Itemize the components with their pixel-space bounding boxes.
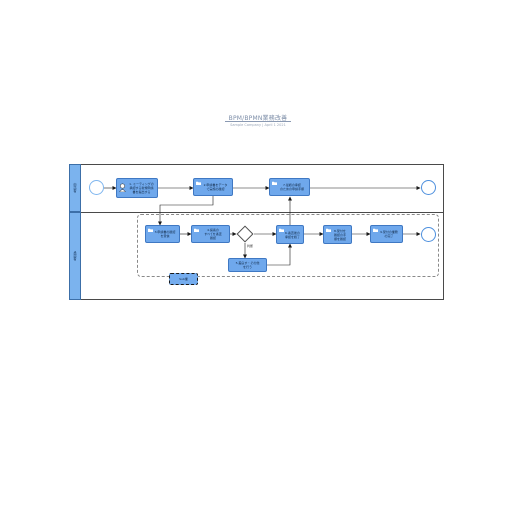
- task-label: 9.受付の業務 の完了: [380, 230, 398, 238]
- folder-icon: [326, 228, 331, 232]
- end-event-applicant[interactable]: [421, 180, 436, 195]
- page-subtitle: Sample Company | April 1 2021: [230, 123, 286, 127]
- task-label: 5.差戻す・その他 を行う: [235, 261, 260, 269]
- task-label: 8.受付を 確認の手 順を確認: [333, 228, 346, 241]
- task-label: 4.提案の すべてを審査 確認: [204, 228, 222, 240]
- task-label: 2.申請書をデータ で実施の確認: [203, 183, 228, 191]
- flow-t9-to-t6: [267, 243, 292, 266]
- end-event-approver[interactable]: [421, 227, 436, 242]
- task-submit-request[interactable]: 1. ミーティングの 承認する新規申請 書を提出する: [116, 178, 158, 198]
- task-label: 1. ミーティングの 承認する新規申請 書を提出する: [129, 182, 154, 194]
- dashed-task[interactable]: Sub業: [169, 273, 198, 285]
- lane-label-applicant: 申請者: [72, 183, 77, 193]
- task-label: 6.審査後の 承認を終了: [284, 230, 300, 239]
- folder-icon: [148, 228, 153, 232]
- start-event[interactable]: [89, 180, 104, 195]
- lane-label-approver: 承認者: [72, 251, 77, 261]
- folder-icon: [279, 228, 284, 232]
- lane-divider: [81, 211, 444, 213]
- folder-icon: [272, 181, 277, 185]
- task-final-approval[interactable]: 7.最終の承認 のための申請手順: [269, 178, 310, 196]
- folder-icon: [373, 228, 378, 232]
- lane-header-approver[interactable]: [69, 212, 81, 300]
- task-label: 7.最終の承認 のための申請手順: [279, 183, 304, 191]
- folder-icon: [196, 181, 201, 185]
- task-finish-approval[interactable]: 6.審査後の 承認を終了: [276, 225, 304, 244]
- task-complete-work[interactable]: 9.受付の業務 の完了: [370, 225, 403, 243]
- folder-icon: [194, 228, 199, 232]
- task-check-procedure[interactable]: 8.受付を 確認の手 順を確認: [323, 225, 352, 244]
- task-review-proposal[interactable]: 4.提案の すべてを審査 確認: [191, 225, 230, 243]
- title-divider: [225, 121, 291, 122]
- task-confirm-data[interactable]: 2.申請書をデータ で実施の確認: [193, 178, 233, 196]
- flow-t2-to-t4: [158, 196, 214, 226]
- page-title: BPM/BPMN業務改善: [228, 115, 288, 122]
- user-icon: [119, 183, 126, 192]
- subprocess-group: [137, 214, 439, 277]
- dashed-task-label: Sub業: [179, 277, 188, 281]
- task-receive-request[interactable]: 3.申請書の確認 を受信: [145, 225, 180, 243]
- gateway-label: 判断: [247, 244, 254, 248]
- task-label: 3.申請書の確認 を受信: [154, 230, 176, 238]
- task-send-back[interactable]: 5.差戻す・その他 を行う: [228, 258, 267, 272]
- lane-header-applicant[interactable]: [69, 164, 81, 212]
